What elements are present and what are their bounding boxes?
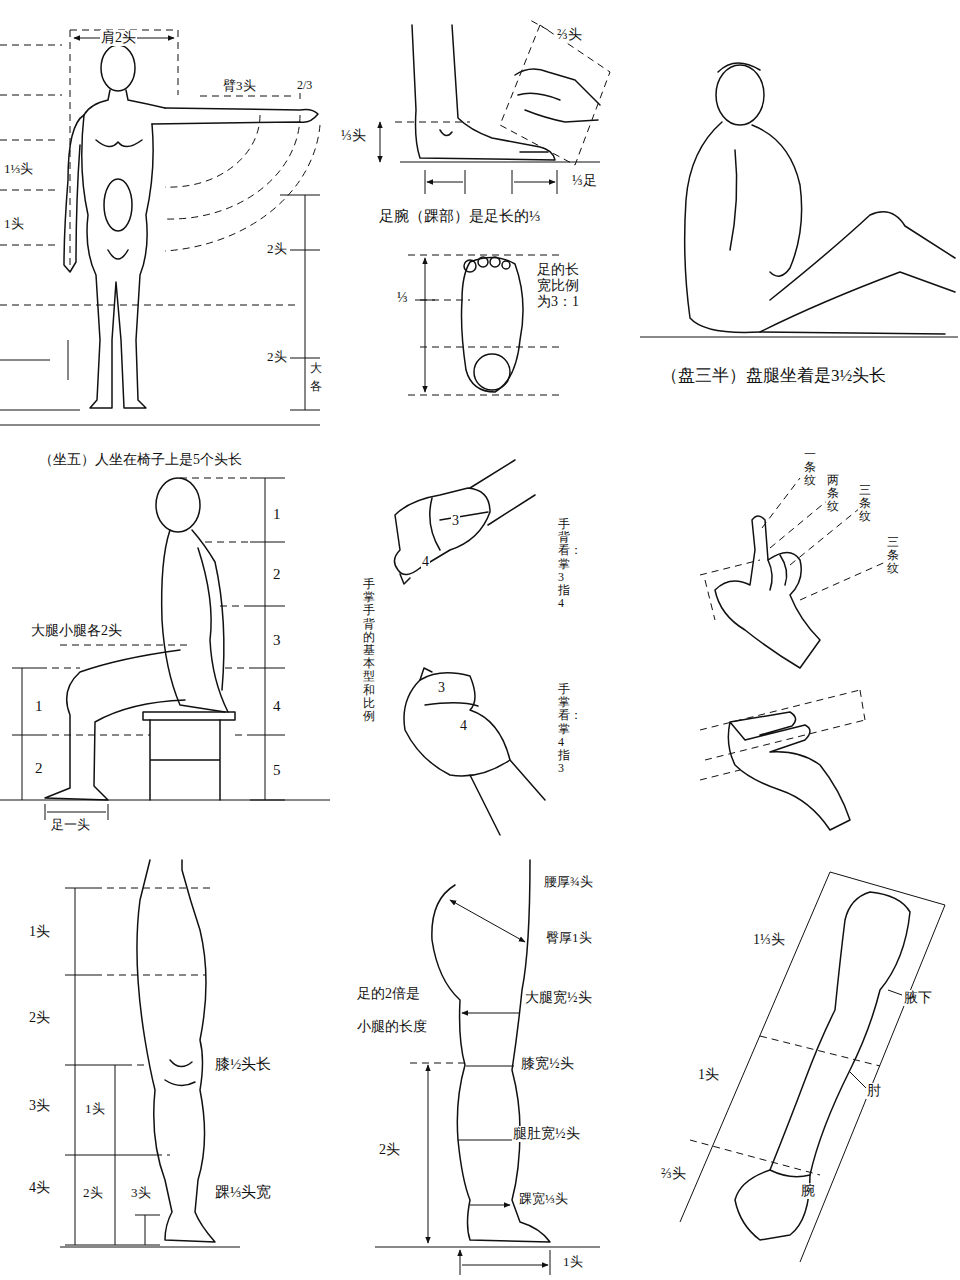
label: 大腿宽½头 (524, 990, 593, 1006)
label: （盘三半）盘腿坐着是3½头长 (660, 366, 887, 386)
label: 2头 (82, 1186, 104, 1201)
label: 4 (272, 698, 282, 715)
label: 3头 (28, 1098, 51, 1114)
label: 1 (34, 698, 44, 715)
label: 腿肚宽½头 (512, 1126, 581, 1142)
label: ⅔头 (660, 1166, 687, 1182)
vertical-label: 三条纹 (858, 484, 872, 524)
vertical-label: 手掌看：掌4指3 (557, 683, 571, 775)
label: 1⅓头 (752, 932, 786, 948)
label: 3 (451, 513, 460, 529)
label: 大腿小腿各2头 (30, 623, 123, 639)
label: 5 (272, 762, 282, 779)
label: 膝½头长 (214, 1056, 272, 1073)
label: 臀厚1头 (545, 931, 593, 946)
label: 3 (437, 680, 446, 696)
label: 4头 (28, 1180, 51, 1196)
label: 1 (272, 506, 282, 523)
label: 1头 (84, 1102, 106, 1117)
label: 腋下 (903, 990, 933, 1006)
label: 3头 (130, 1186, 152, 1201)
label: 2头 (378, 1142, 401, 1158)
label: 2 (34, 760, 44, 777)
label: 1头 (562, 1255, 584, 1270)
label: 小腿的长度 (356, 1019, 428, 1035)
label: 4 (421, 554, 430, 570)
label: 足的长宽比例为3：1 (536, 262, 586, 310)
label: 大 (309, 362, 323, 376)
label: 腰厚¾头 (543, 875, 594, 890)
label: ⅓头 (340, 128, 367, 144)
label: ⅔头 (556, 27, 583, 43)
label: 足的2倍是 (356, 986, 421, 1002)
label: 肘 (866, 1083, 882, 1099)
label: 1⅓头 (3, 162, 34, 177)
label: 肩2头 (100, 30, 137, 46)
label: （坐五）人坐在椅子上是5个头长 (38, 452, 243, 468)
label: 2头 (266, 350, 288, 365)
label: 足一头 (50, 818, 91, 833)
label: 足腕（踝部）是足长的⅓ (378, 208, 541, 225)
label: 2/3 (296, 79, 313, 93)
label: 1头 (28, 924, 51, 940)
label: 臂3头 (222, 79, 257, 94)
vertical-label: 三条纹 (886, 536, 900, 576)
label: 各 (309, 380, 323, 394)
label: ⅓ (396, 290, 409, 306)
vertical-label: 一条纹 (803, 448, 817, 488)
label: 2 (272, 566, 282, 583)
label: 腕 (800, 1183, 816, 1199)
vertical-label: 手背看：掌3指4 (557, 518, 571, 610)
label: 2头 (28, 1010, 51, 1026)
vertical-label: 手掌手背的基本型和比例 (362, 578, 376, 723)
label: 1头 (3, 217, 25, 232)
label: 4 (459, 718, 468, 734)
label: 2头 (266, 242, 288, 257)
label: 1头 (697, 1067, 720, 1083)
label: 踝⅓头宽 (214, 1184, 272, 1201)
label: 踝宽⅓头 (518, 1192, 569, 1207)
vertical-label: 两条纹 (826, 474, 840, 514)
label: 膝宽½头 (520, 1056, 575, 1072)
label: 3 (272, 632, 282, 649)
label: ⅓足 (571, 173, 598, 189)
